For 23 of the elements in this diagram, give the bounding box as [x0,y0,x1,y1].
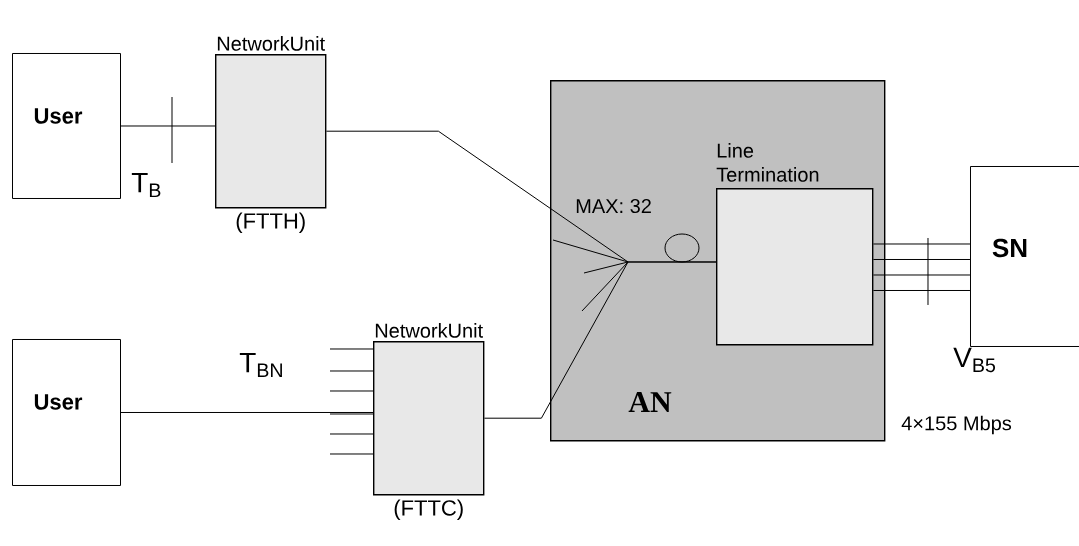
bitrate-label: 4×155 Mbps [901,415,1012,435]
node-label: (FTTC) [394,499,463,521]
capacity-label: MAX: 32 [576,198,651,214]
unit-box: NetworkUnit (FTTC) [373,323,485,521]
node-label: Line Termination [716,143,819,182]
connection-line [872,259,971,260]
reference-point-label: T$_{BN}$ [239,352,282,378]
node-label: (FTTH) [236,212,305,234]
node-label: NetworkUnit [217,36,325,51]
connection-line [872,243,971,245]
system-box: User [12,53,121,199]
unit-box: Line Termination [716,143,874,346]
node-label: NetworkUnit [375,323,483,338]
system-box: SN [970,166,1079,347]
connection-line [872,274,971,276]
unit-box: NetworkUnit (FTTH) [215,36,327,234]
connection-line [120,125,216,127]
connection-line [872,290,971,291]
reference-point-label: T$_{B}$ [131,172,161,198]
system-box: User [12,339,121,486]
connection-line [483,261,717,419]
connection-line [120,412,374,413]
reference-point-label: V$_{B5}$ [953,347,996,373]
